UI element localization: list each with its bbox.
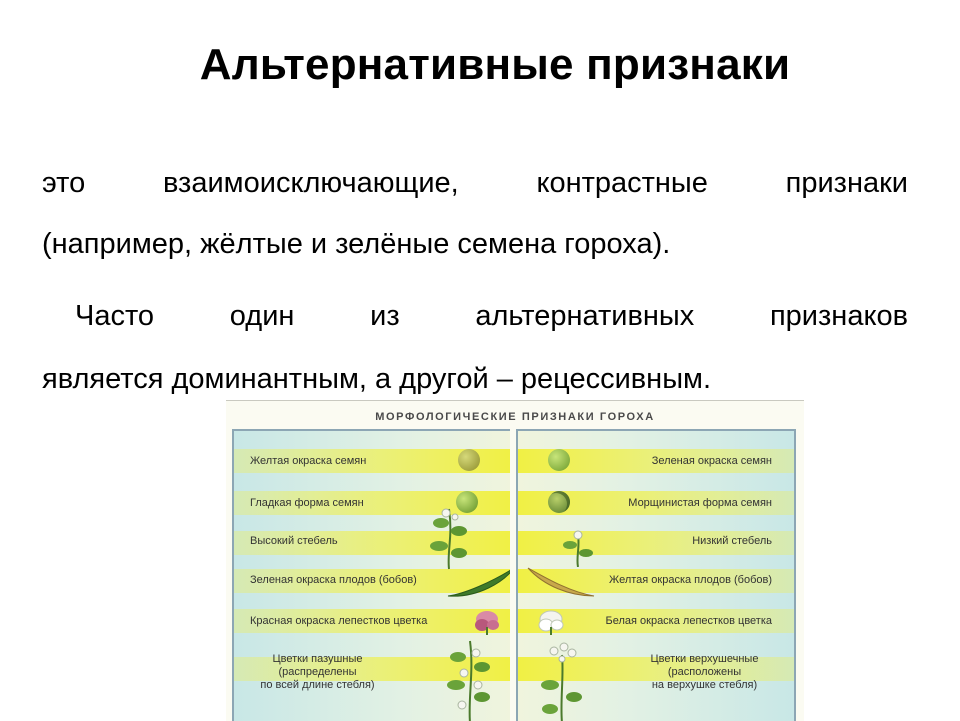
trait-tall-stem: Высокий стебель <box>250 535 338 547</box>
tall-plant-icon <box>430 508 467 570</box>
panel-divider <box>510 429 516 721</box>
dominance-line-1: Часто один из альтернативных признаков <box>75 300 908 332</box>
definition-line-2: (например, жёлтые и зелёные семена горох… <box>42 228 671 260</box>
trait-red-petals: Красная окраска лепестков цветка <box>250 615 428 627</box>
red-flower-icon <box>475 611 499 635</box>
smooth-seed-icon <box>456 491 478 513</box>
trait-terminal-flowers: Цветки верхушечные (расположены на верху… <box>650 653 759 691</box>
wrinkled-seed-icon <box>548 491 570 513</box>
dominant-traits-panel: Желтая окраска семян Гладкая форма семян… <box>232 429 514 721</box>
yellow-seed-icon <box>458 449 480 471</box>
trait-short-stem: Низкий стебель <box>692 535 772 547</box>
yellow-pod-icon <box>527 567 595 597</box>
page-title: Альтернативные признаки <box>199 40 791 89</box>
trait-yellow-pod: Желтая окраска плодов (бобов) <box>609 574 772 586</box>
figure-title: МОРФОЛОГИЧЕСКИЕ ПРИЗНАКИ ГОРОХА <box>375 411 655 423</box>
dominance-line-2: является доминантным, а другой – рецесси… <box>42 363 712 395</box>
axial-flowers-plant-icon <box>447 640 490 721</box>
short-plant-icon <box>563 530 593 567</box>
trait-white-petals: Белая окраска лепестков цветка <box>605 615 773 627</box>
green-pod-icon <box>447 568 512 597</box>
terminal-flowers-plant-icon <box>541 642 582 721</box>
trait-yellow-seed: Желтая окраска семян <box>250 455 367 467</box>
trait-band <box>518 609 794 633</box>
white-flower-icon <box>538 610 564 635</box>
trait-band <box>234 569 512 593</box>
trait-smooth-seed: Гладкая форма семян <box>250 497 364 509</box>
recessive-traits-panel: Зеленая окраска семян Морщинистая форма … <box>516 429 796 721</box>
pea-traits-figure: МОРФОЛОГИЧЕСКИЕ ПРИЗНАКИ ГОРОХА Желтая о… <box>226 400 804 721</box>
definition-line-1: это взаимоисключающие, контрастные призн… <box>42 167 908 199</box>
trait-green-pod: Зеленая окраска плодов (бобов) <box>250 574 417 586</box>
trait-green-seed: Зеленая окраска семян <box>651 455 772 467</box>
trait-band <box>234 609 512 633</box>
green-seed-icon <box>548 449 570 471</box>
trait-wrinkled-seed: Морщинистая форма семян <box>628 497 772 509</box>
trait-axial-flowers: Цветки пазушные (распределены по всей дл… <box>260 653 375 691</box>
